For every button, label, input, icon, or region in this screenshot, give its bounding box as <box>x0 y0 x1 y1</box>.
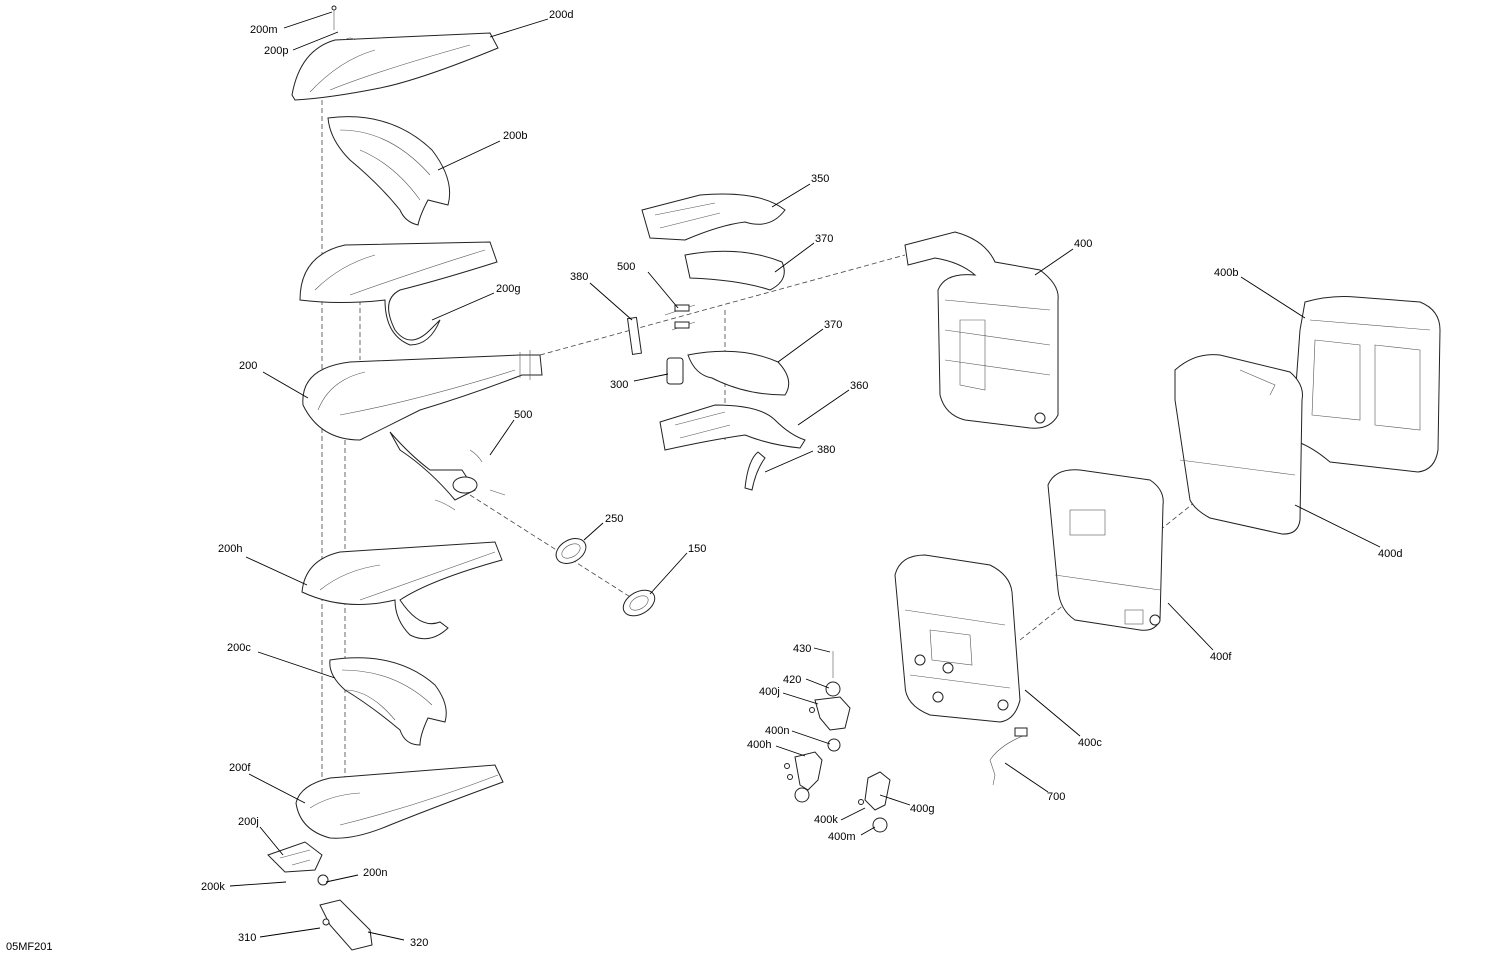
callout-320: 320 <box>410 937 428 949</box>
part-370-pipe-upper <box>684 250 785 291</box>
part-370-pipe-lower <box>687 350 790 396</box>
callout-500-left: 500 <box>514 409 532 421</box>
callout-200b: 200b <box>503 130 527 142</box>
callout-200: 200 <box>239 360 257 372</box>
part-200d-upper-cover <box>291 5 499 101</box>
part-320-bracket <box>317 874 373 951</box>
part-150-seal <box>622 589 656 617</box>
callout-labels: 200m 200p 200d 200b 200g 200 500 200h 20… <box>201 9 1402 949</box>
part-700-sensor <box>989 727 1028 786</box>
callout-300: 300 <box>610 379 628 391</box>
callout-400h: 400h <box>747 739 771 751</box>
part-200h-lower-cover <box>301 541 503 640</box>
callout-200p: 200p <box>264 45 288 57</box>
figure-reference: 05MF201 <box>6 941 52 953</box>
part-200g-heat-shield <box>299 241 498 346</box>
callout-400k: 400k <box>814 814 838 826</box>
callout-400j: 400j <box>759 686 780 698</box>
callout-150: 150 <box>688 543 706 555</box>
callout-200j: 200j <box>238 816 259 828</box>
part-200b-heat-shield <box>327 116 451 226</box>
callout-350: 350 <box>811 173 829 185</box>
part-400f-cover <box>1047 469 1164 631</box>
callout-400c: 400c <box>1078 737 1102 749</box>
callout-400g: 400g <box>910 803 934 815</box>
callout-700: 700 <box>1047 791 1065 803</box>
callout-310: 310 <box>238 932 256 944</box>
callout-400d: 400d <box>1378 548 1402 560</box>
part-400-silencer <box>904 231 1059 429</box>
callout-200k: 200k <box>201 881 225 893</box>
part-360-pipe <box>659 404 806 451</box>
callout-430: 430 <box>793 643 811 655</box>
callout-500-upper: 500 <box>617 261 635 273</box>
part-250-clamp <box>555 538 587 564</box>
callout-200m: 200m <box>250 24 278 36</box>
part-350-pipe-shield <box>641 193 786 241</box>
part-200f-lower-shell <box>295 764 504 839</box>
callout-420: 420 <box>783 674 801 686</box>
callout-200h: 200h <box>218 543 242 555</box>
callout-400b: 400b <box>1214 267 1238 279</box>
callout-400m: 400m <box>828 831 856 843</box>
leader-lines <box>229 11 1381 941</box>
callout-200n: 200n <box>363 867 387 879</box>
callout-400f: 400f <box>1210 651 1232 663</box>
callout-370-lower: 370 <box>824 319 842 331</box>
callout-200c: 200c <box>227 642 251 654</box>
part-200-muffler <box>302 350 543 511</box>
callout-200g: 200g <box>496 283 520 295</box>
part-400c-inner-cover <box>894 554 1021 723</box>
part-200j-bracket <box>267 841 323 873</box>
part-380-clip-lower <box>744 451 766 491</box>
callout-200d: 200d <box>549 9 573 21</box>
callout-360: 360 <box>850 380 868 392</box>
callout-380-upper: 380 <box>570 271 588 283</box>
callout-250: 250 <box>605 513 623 525</box>
part-300-gasket <box>666 357 684 385</box>
callout-400n: 400n <box>765 725 789 737</box>
part-400b-outer-cover <box>1291 296 1441 473</box>
callout-380-lower: 380 <box>817 444 835 456</box>
callout-200f: 200f <box>229 762 251 774</box>
callout-400: 400 <box>1074 238 1092 250</box>
part-400d-cover <box>1174 354 1303 535</box>
mount-hardware-400 <box>784 651 891 833</box>
part-380-clip-upper <box>626 316 643 355</box>
callout-370-upper: 370 <box>815 233 833 245</box>
part-500-spring-upper <box>664 304 696 331</box>
part-200c-heat-shield <box>329 657 447 746</box>
